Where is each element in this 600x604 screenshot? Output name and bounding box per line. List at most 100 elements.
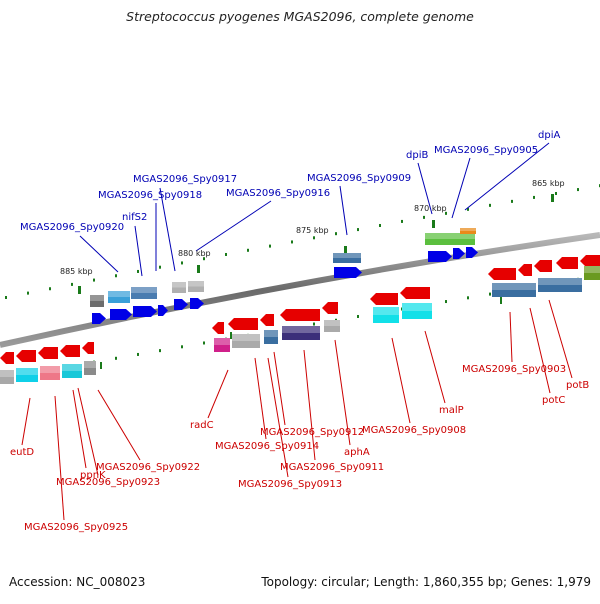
cog-block [172, 282, 186, 293]
forward-gene-label: MGAS2096_Spy0909 [307, 173, 411, 184]
scale-dot [335, 232, 337, 236]
leader-line [339, 185, 348, 236]
label-leader-lines [21, 142, 573, 521]
scale-dot [511, 199, 513, 203]
reverse-gene-arrow [400, 287, 430, 299]
genes-count-label: Genes: 1,979 [510, 575, 591, 589]
scale-dot [577, 188, 579, 192]
cog-block [0, 370, 14, 384]
cog-block [108, 291, 130, 303]
scale-dot [467, 207, 469, 211]
cog-block [333, 253, 361, 263]
cog-block [282, 326, 320, 340]
scale-dot [313, 322, 315, 326]
cog-block [324, 320, 340, 332]
reverse-gene-label: malP [439, 405, 464, 416]
cog-block-shine [108, 291, 130, 297]
forward-gene-label: MGAS2096_Spy0920 [20, 222, 124, 233]
scale-dot [379, 223, 381, 227]
reverse-gene-arrow [370, 293, 398, 305]
genome-title: Streptococcus pyogenes MGAS2096, complet… [126, 9, 474, 24]
cog-block-shine [40, 366, 60, 373]
reverse-gene-arrow [280, 309, 320, 321]
scale-dot [555, 191, 557, 195]
forward-gene-arrow [158, 305, 168, 316]
scale-dot [401, 219, 403, 223]
cog-block-shine [402, 303, 432, 311]
scale-dot [533, 195, 535, 199]
major-tick [551, 194, 554, 202]
scale-dot [181, 261, 183, 265]
forward-gene-label: nifS2 [122, 212, 147, 223]
cog-block [62, 364, 82, 378]
scale-dot [137, 269, 139, 273]
scale-dot [181, 345, 183, 349]
reverse-gene-arrow [82, 342, 94, 354]
cog-block [40, 366, 60, 380]
leader-line [273, 351, 286, 426]
reverse-gene-label: MGAS2096_Spy0925 [24, 522, 128, 533]
cog-block [492, 283, 536, 297]
leader-line [424, 330, 446, 404]
leader-line [464, 142, 550, 211]
cog-block [264, 330, 278, 344]
kbp-label: 865 kbp [532, 179, 565, 188]
cog-block [188, 281, 204, 292]
scale-dot [115, 356, 117, 360]
reverse-gene-label: radC [190, 420, 214, 431]
major-tick [344, 246, 347, 254]
cog-block-shine [232, 334, 260, 341]
scale-dot [291, 240, 293, 244]
scale-dot [225, 252, 227, 256]
accession-label: Accession: NC_008023 [9, 575, 146, 589]
scale-dot [445, 211, 447, 215]
reverse-gene-label: MGAS2096_Spy0913 [238, 479, 342, 490]
reverse-gene-label: MGAS2096_Spy0912 [260, 427, 364, 438]
forward-gene-arrow [190, 298, 204, 309]
scale-dot [445, 300, 447, 304]
reverse-gene-arrow [322, 302, 338, 314]
leader-line [77, 387, 99, 476]
reverse-gene-arrow [60, 345, 80, 357]
leader-line [451, 157, 471, 219]
cog-block [584, 266, 600, 280]
reverse-gene-arrow [228, 318, 258, 330]
reverse-gene-arrow [260, 314, 274, 326]
leader-line [159, 187, 176, 272]
minor-tick [100, 362, 102, 369]
cog-block [16, 368, 38, 382]
forward-gene-arrow [110, 309, 132, 320]
leader-line [417, 162, 433, 215]
forward-gene-label: MGAS2096_Spy0918 [98, 190, 202, 201]
scale-dot [269, 244, 271, 248]
reverse-gene-arrow [580, 255, 600, 267]
cog-block [402, 303, 432, 319]
cog-block [90, 295, 104, 307]
leader-line [303, 349, 316, 461]
reverse-strand-labels: eutDMGAS2096_Spy0925ppnKMGAS2096_Spy0923… [10, 364, 589, 533]
cog-block-shine [172, 282, 186, 288]
reverse-gene-arrow [518, 264, 532, 276]
reverse-gene-arrow [534, 260, 552, 272]
leader-line [548, 299, 573, 379]
leader-line [195, 200, 272, 252]
scale-dot [27, 291, 29, 295]
scale-dot [115, 274, 117, 278]
scale-dot [203, 341, 205, 345]
leader-line [529, 307, 551, 394]
forward-gene-label: MGAS2096_Spy0917 [133, 174, 237, 185]
cog-block-shine [425, 233, 475, 239]
forward-gene-label: MGAS2096_Spy0916 [226, 188, 330, 199]
cog-block [131, 287, 157, 299]
cog-block-shine [324, 320, 340, 326]
major-tick [197, 265, 200, 273]
scale-dot [313, 236, 315, 240]
reverse-gene-label: aphA [344, 447, 370, 458]
minor-tick [500, 297, 502, 304]
genome-backbone [0, 232, 600, 348]
leader-line [72, 389, 87, 469]
leader-line [391, 337, 411, 424]
reverse-gene-label: MGAS2096_Spy0923 [56, 477, 160, 488]
